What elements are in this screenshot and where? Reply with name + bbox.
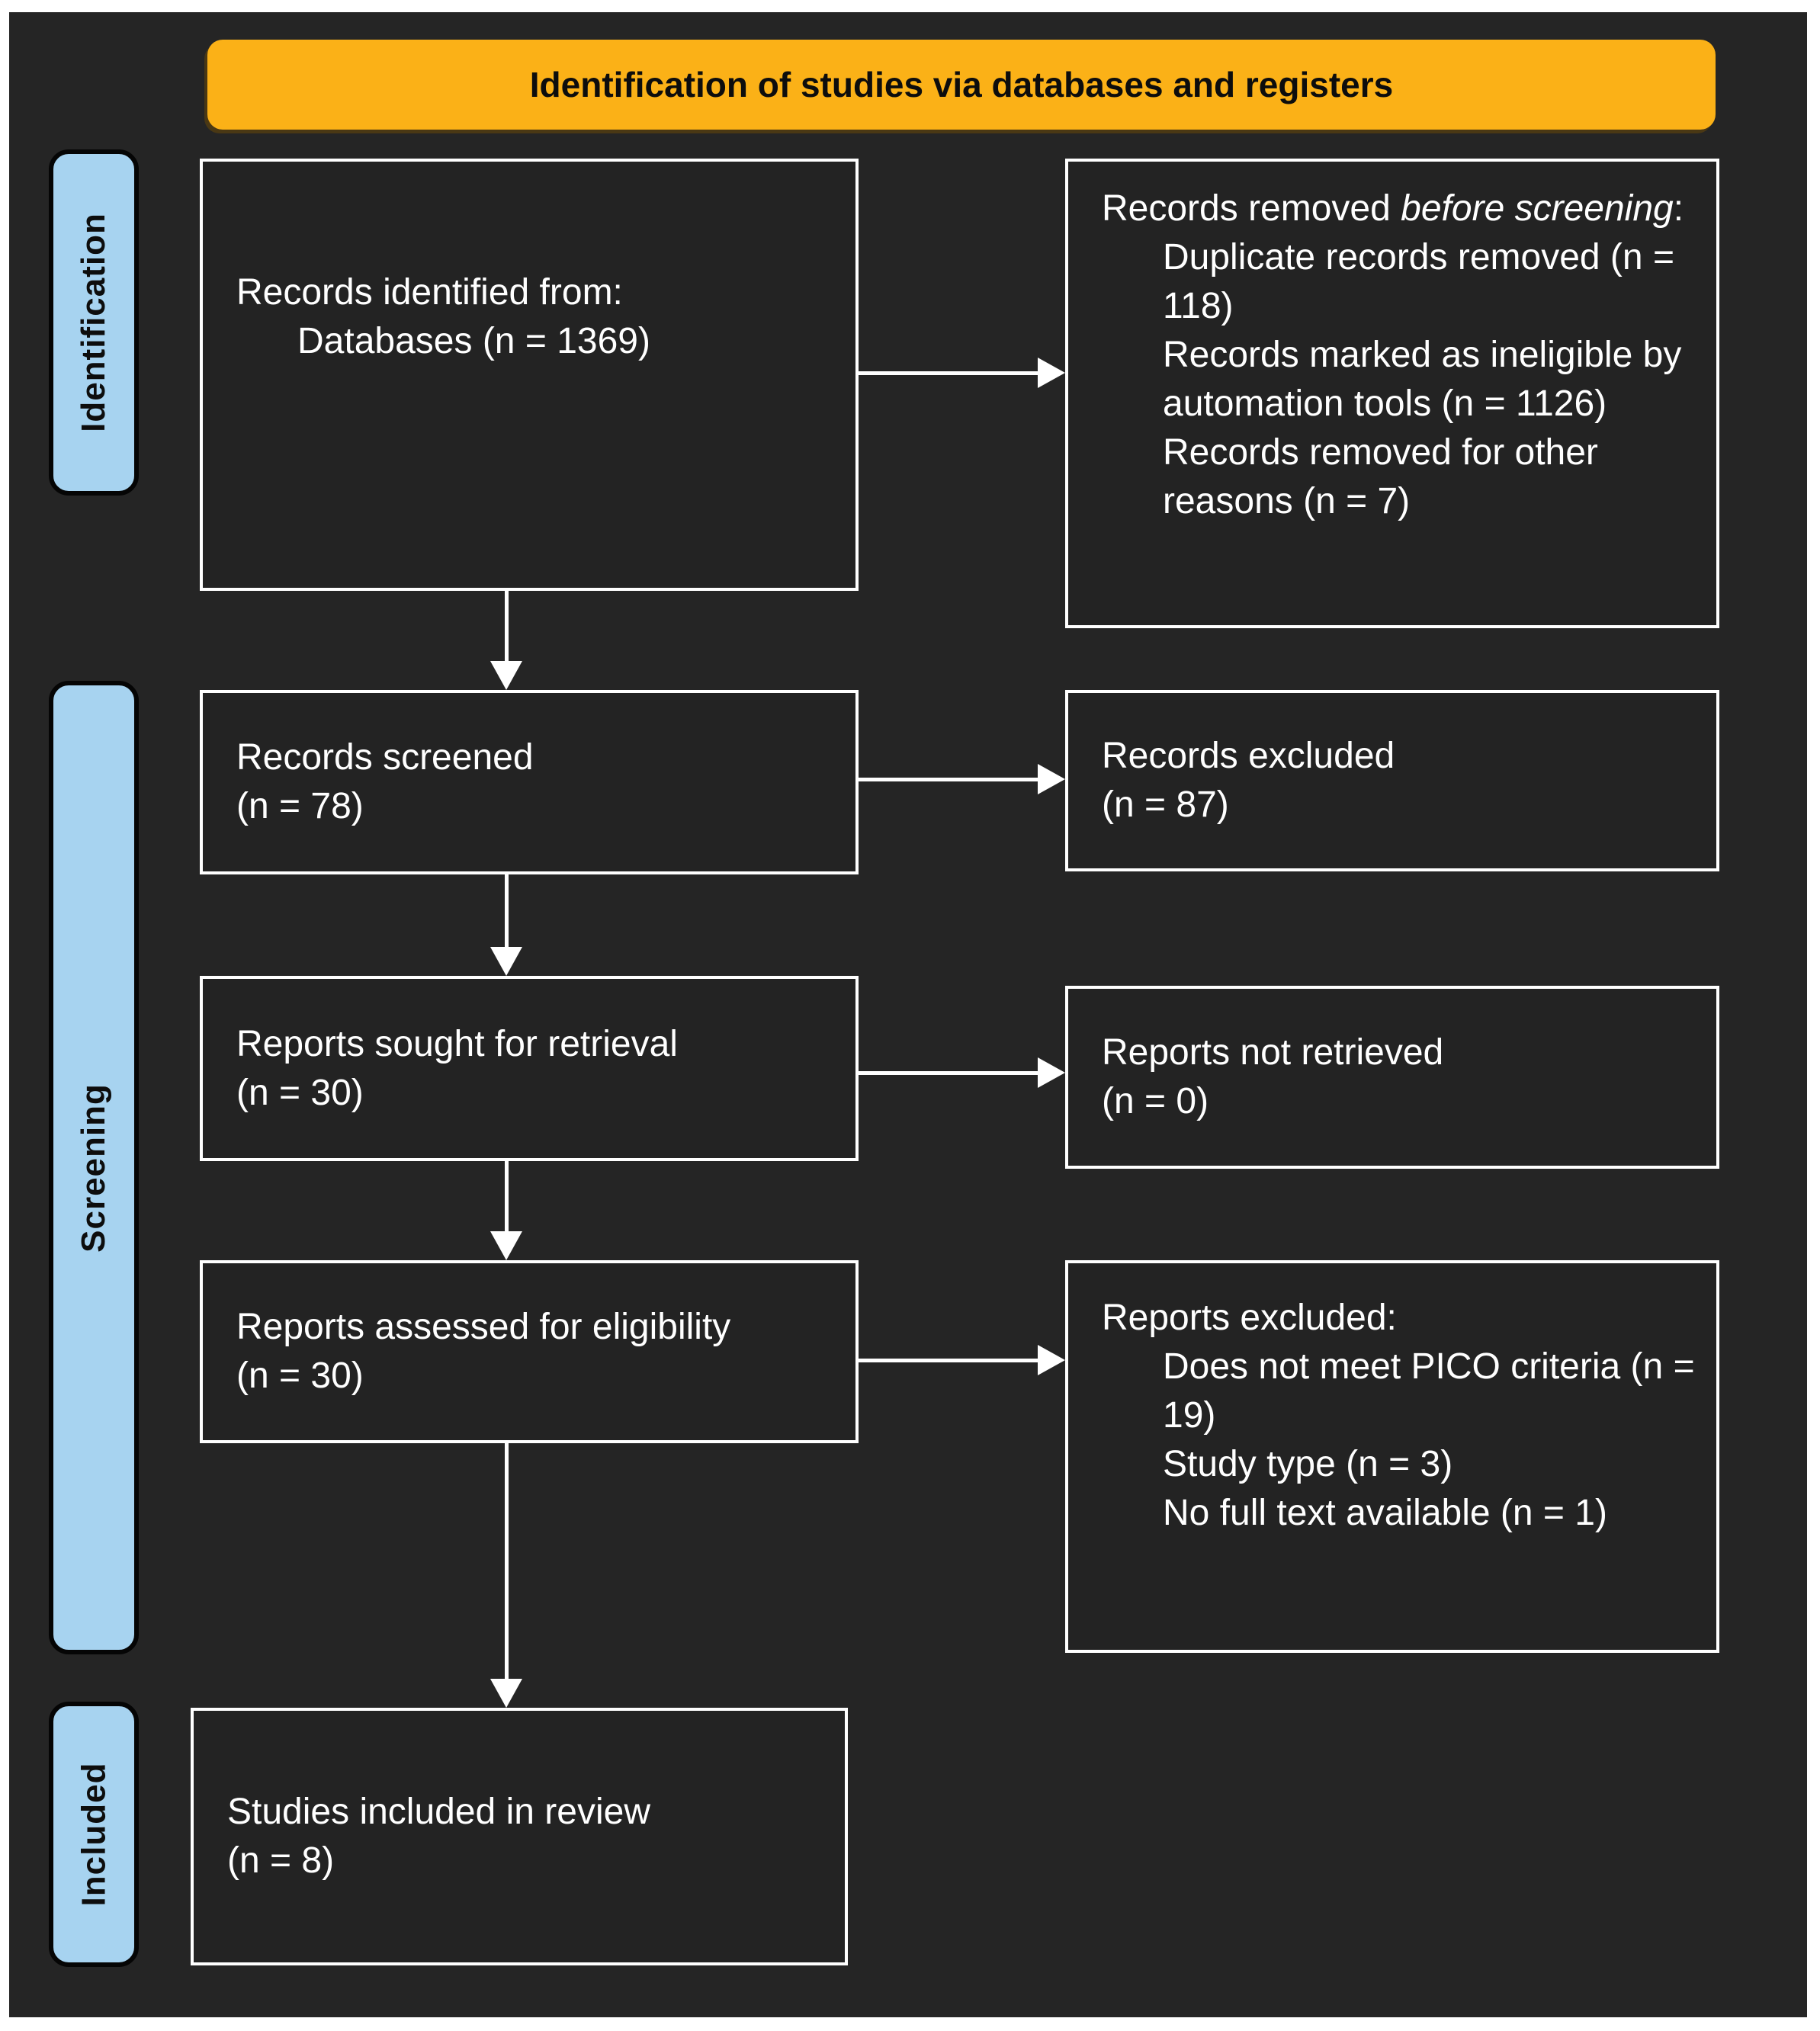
stage-label-screening: Screening — [49, 681, 139, 1654]
box-reports-sought: Reports sought for retrieval (n = 30) — [200, 976, 859, 1161]
records-identified-line2: Databases (n = 1369) — [297, 321, 650, 361]
records-removed-item-duplicates: Duplicate records removed (n = 118) — [1163, 237, 1674, 326]
records-identified-line1: Records identified from: — [236, 272, 623, 313]
arrow-identified-to-removed-head-icon — [1038, 358, 1065, 388]
box-reports-assessed: Reports assessed for eligibility (n = 30… — [200, 1260, 859, 1443]
reports-sought-line1: Reports sought for retrieval — [236, 1023, 678, 1064]
arrow-screened-to-sought-head-icon — [490, 947, 522, 976]
records-removed-title-suffix: : — [1673, 188, 1684, 229]
diagram-title: Identification of studies via databases … — [529, 65, 1394, 104]
arrow-screened-to-sought-line — [505, 874, 509, 947]
box-records-removed: Records removed before screening: Duplic… — [1065, 159, 1719, 628]
stage-label-identification-text: Identification — [75, 213, 112, 432]
stage-label-screening-text: Screening — [75, 1083, 112, 1253]
arrow-identified-to-screened-line — [505, 591, 509, 661]
box-reports-excluded: Reports excluded: Does not meet PICO cri… — [1065, 1260, 1719, 1653]
stage-label-identification: Identification — [49, 149, 139, 496]
records-removed-title-italic: before screening — [1401, 188, 1674, 229]
arrow-sought-to-not-retrieved-line — [859, 1071, 1038, 1075]
box-studies-included: Studies included in review (n = 8) — [191, 1708, 848, 1965]
reports-excluded-item-pico: Does not meet PICO criteria (n = 19) — [1163, 1346, 1695, 1436]
studies-included-line1: Studies included in review — [227, 1792, 650, 1832]
reports-assessed-count: (n = 30) — [236, 1356, 364, 1396]
reports-not-retrieved-line1: Reports not retrieved — [1102, 1032, 1444, 1073]
reports-excluded-title: Reports excluded: — [1102, 1298, 1397, 1338]
reports-excluded-item-no-full-text: No full text available (n = 1) — [1163, 1493, 1607, 1533]
arrow-assessed-to-reports-excluded-line — [859, 1359, 1038, 1362]
stage-label-included-text: Included — [75, 1762, 112, 1907]
box-reports-not-retrieved: Reports not retrieved (n = 0) — [1065, 986, 1719, 1169]
arrow-identified-to-screened-head-icon — [490, 661, 522, 690]
box-records-excluded: Records excluded (n = 87) — [1065, 690, 1719, 871]
box-records-identified: Records identified from: Databases (n = … — [200, 159, 859, 591]
reports-sought-count: (n = 30) — [236, 1072, 364, 1113]
arrow-assessed-to-reports-excluded-head-icon — [1038, 1345, 1065, 1375]
studies-included-count: (n = 8) — [227, 1840, 335, 1881]
records-screened-line1: Records screened — [236, 737, 534, 778]
records-excluded-count: (n = 87) — [1102, 784, 1229, 825]
reports-excluded-item-study-type: Study type (n = 3) — [1163, 1444, 1453, 1484]
arrow-screened-to-excluded-head-icon — [1038, 764, 1065, 794]
records-removed-item-automation: Records marked as ineligible by automati… — [1163, 335, 1682, 424]
records-screened-count: (n = 78) — [236, 786, 364, 826]
diagram-background-panel: Identification of studies via databases … — [9, 12, 1807, 2017]
records-removed-item-other: Records removed for other reasons (n = 7… — [1163, 432, 1598, 521]
stage-label-included: Included — [49, 1702, 139, 1967]
arrow-sought-to-assessed-line — [505, 1161, 509, 1231]
arrow-sought-to-not-retrieved-head-icon — [1038, 1057, 1065, 1088]
reports-not-retrieved-count: (n = 0) — [1102, 1081, 1209, 1121]
records-removed-title: Records removed before screening: — [1102, 184, 1707, 233]
arrow-identified-to-removed-line — [859, 371, 1038, 375]
records-excluded-line1: Records excluded — [1102, 736, 1395, 776]
arrow-assessed-to-included-head-icon — [490, 1679, 522, 1708]
box-records-screened: Records screened (n = 78) — [200, 690, 859, 874]
diagram-title-banner: Identification of studies via databases … — [207, 40, 1716, 130]
arrow-sought-to-assessed-head-icon — [490, 1231, 522, 1260]
reports-assessed-line1: Reports assessed for eligibility — [236, 1307, 731, 1347]
records-removed-title-prefix: Records removed — [1102, 188, 1401, 229]
arrow-screened-to-excluded-line — [859, 778, 1038, 781]
arrow-assessed-to-included-line — [505, 1443, 509, 1679]
